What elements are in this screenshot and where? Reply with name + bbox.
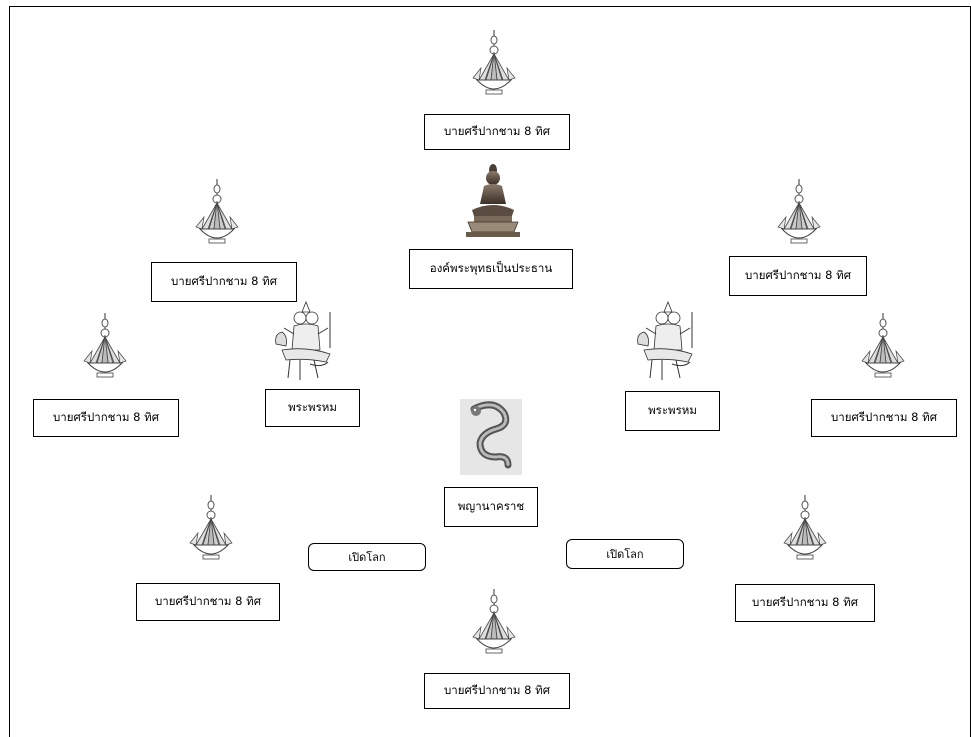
baisri-upper-right-label: บายศรีปากชาม 8 ทิศ bbox=[729, 256, 867, 296]
baisri-lower-left-icon bbox=[186, 488, 236, 568]
open-world-left-label: เปิดโลก bbox=[308, 543, 426, 571]
buddha-label: องค์พระพุทธเป็นประธาน bbox=[409, 249, 573, 289]
baisri-right-icon bbox=[858, 306, 908, 386]
baisri-lower-right-icon bbox=[780, 488, 830, 568]
baisri-upper-right-icon bbox=[774, 172, 824, 252]
naga-icon bbox=[460, 399, 522, 475]
baisri-left-icon bbox=[80, 306, 130, 386]
baisri-right-label: บายศรีปากชาม 8 ทิศ bbox=[811, 399, 957, 437]
naga-label: พญานาคราช bbox=[444, 487, 538, 527]
baisri-lower-right-label: บายศรีปากชาม 8 ทิศ bbox=[735, 584, 875, 622]
baisri-top-label: บายศรีปากชาม 8 ทิศ bbox=[424, 114, 570, 150]
baisri-left-label: บายศรีปากชาม 8 ทิศ bbox=[33, 399, 179, 437]
baisri-bottom-label: บายศรีปากชาม 8 ทิศ bbox=[424, 673, 570, 709]
baisri-upper-left-icon bbox=[192, 172, 242, 252]
baisri-upper-left-label: บายศรีปากชาม 8 ทิศ bbox=[151, 262, 297, 302]
brahma-right-label: พระพรหม bbox=[625, 391, 720, 431]
baisri-bottom-icon bbox=[469, 582, 519, 662]
brahma-right-icon bbox=[632, 298, 704, 384]
buddha-icon bbox=[462, 160, 524, 240]
brahma-left-label: พระพรหม bbox=[265, 389, 360, 427]
open-world-right-label: เปิดโลก bbox=[566, 539, 684, 569]
baisri-top-icon bbox=[469, 28, 519, 98]
baisri-lower-left-label: บายศรีปากชาม 8 ทิศ bbox=[136, 583, 280, 621]
brahma-left-icon bbox=[270, 298, 342, 384]
